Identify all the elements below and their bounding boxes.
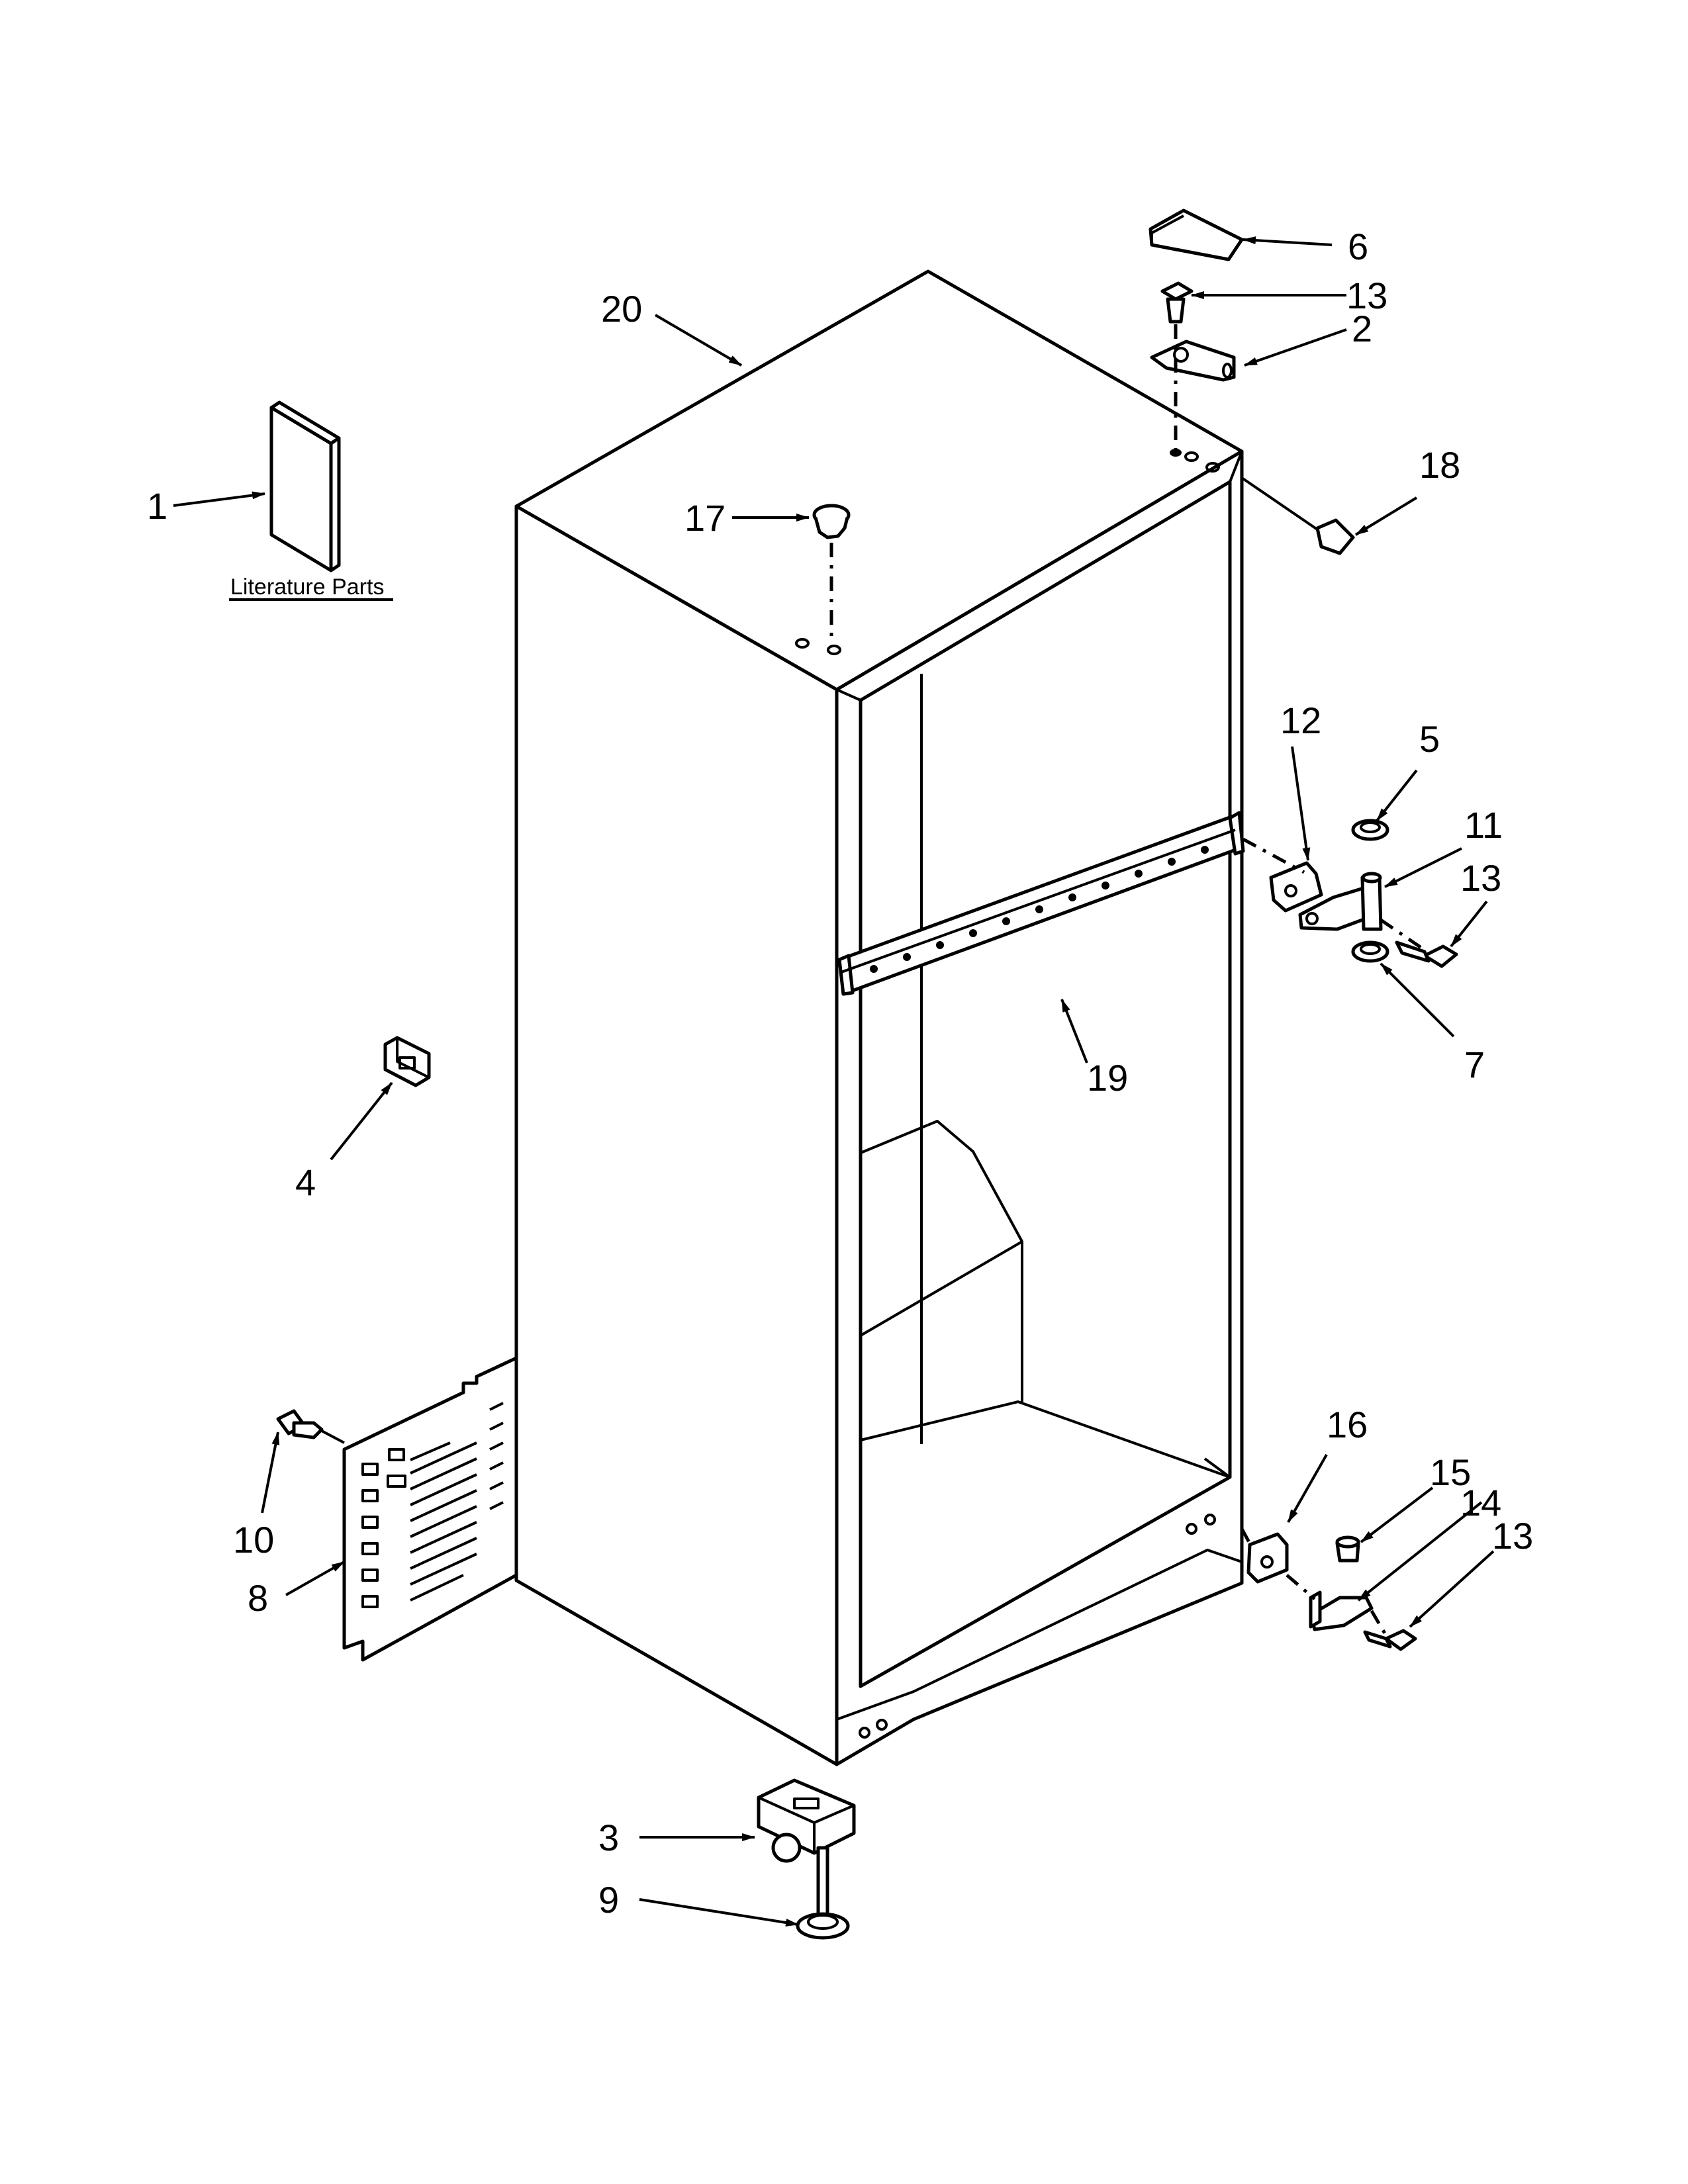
leveling-leg	[796, 1846, 850, 1940]
lower-hinge-assembly	[1246, 1532, 1417, 1651]
top-hinge	[1150, 340, 1236, 382]
callout-10: 10	[233, 1519, 274, 1561]
clip	[383, 1036, 431, 1087]
callout-13-top: 13	[1346, 275, 1387, 316]
literature-label: Literature Parts	[230, 574, 384, 600]
top-plug	[812, 504, 851, 539]
callout-13-center: 13	[1460, 857, 1501, 899]
divider-rail	[837, 811, 1245, 996]
callout-19: 19	[1087, 1057, 1128, 1099]
callout-13-bottom: 13	[1492, 1515, 1533, 1557]
callout-1: 1	[147, 485, 167, 527]
hinge-cap	[1149, 208, 1244, 261]
callout-17: 17	[684, 497, 726, 539]
callout-6: 6	[1348, 226, 1368, 267]
callout-15: 15	[1430, 1451, 1471, 1493]
callout-7: 7	[1464, 1044, 1485, 1085]
callout-18: 18	[1419, 444, 1460, 486]
roller-assembly	[757, 1778, 856, 1863]
callout-3: 3	[598, 1817, 619, 1858]
callout-5: 5	[1419, 718, 1440, 760]
callout-12: 12	[1280, 700, 1321, 741]
literature-booklet	[269, 400, 341, 572]
callout-2: 2	[1352, 308, 1372, 349]
callout-9: 9	[598, 1879, 619, 1921]
center-hinge-assembly	[1269, 819, 1458, 968]
callout-20: 20	[601, 288, 642, 330]
panel-screw	[276, 1409, 324, 1439]
callout-14: 14	[1460, 1482, 1501, 1524]
callout-numbers: 1 2 3 4 5 6 7 8 9 10 11 12 13 13 13 14 1…	[147, 226, 1533, 1921]
callout-leaders	[173, 236, 1495, 1927]
rear-access-panel	[342, 1356, 518, 1662]
callout-11: 11	[1464, 804, 1503, 846]
callout-16: 16	[1327, 1404, 1368, 1445]
callout-4: 4	[295, 1161, 316, 1203]
callout-8: 8	[248, 1577, 268, 1619]
top-hinge-screw	[1160, 281, 1194, 324]
door-stop	[1315, 518, 1355, 555]
cabinet	[514, 269, 1244, 1766]
